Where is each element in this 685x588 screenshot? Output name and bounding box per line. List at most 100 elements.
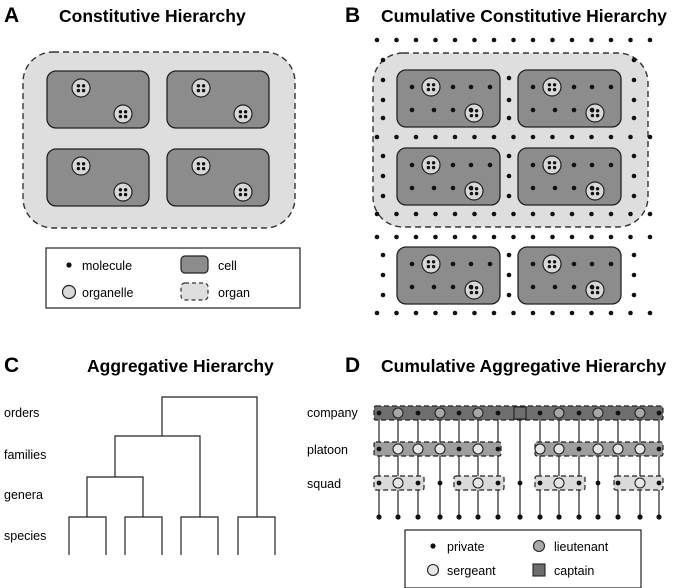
private (456, 446, 462, 452)
molecule (647, 310, 653, 316)
molecule (506, 153, 512, 159)
molecule (530, 107, 536, 113)
private (656, 410, 662, 416)
molecule (589, 284, 595, 290)
level-label-squad: squad (307, 477, 341, 491)
organelle (464, 181, 484, 201)
molecule (608, 84, 614, 90)
molecule (450, 284, 456, 290)
private (517, 480, 523, 486)
cell (46, 148, 150, 207)
private (656, 446, 662, 452)
panel-c-letter: C (4, 354, 19, 377)
sergeant (392, 477, 404, 489)
organelle-molecule (552, 264, 557, 269)
molecule (530, 234, 536, 240)
molecule (631, 292, 637, 298)
sergeant (553, 443, 565, 455)
connections (378, 413, 660, 517)
captain (513, 406, 527, 420)
molecule (569, 134, 575, 140)
molecule (631, 173, 637, 179)
organelle-molecule (201, 166, 206, 171)
molecule (394, 310, 399, 316)
private (495, 446, 501, 452)
organelle (421, 155, 441, 175)
organelle-molecule (238, 110, 243, 114)
organelle-molecule (81, 162, 86, 166)
molecule (589, 107, 595, 113)
molecule (491, 37, 497, 43)
organelle-molecule (196, 88, 201, 93)
molecule (468, 284, 474, 290)
molecule (472, 211, 477, 217)
molecule (487, 261, 493, 267)
organelle-molecule (595, 113, 600, 118)
molecule (468, 84, 474, 90)
organelle-molecule (595, 286, 600, 290)
private (456, 514, 462, 520)
organelle-molecule (76, 84, 81, 88)
molecule (380, 193, 386, 199)
legend-sergeant-symbol (426, 563, 440, 577)
molecule (431, 107, 437, 113)
genus-branch (237, 516, 276, 555)
organelle (464, 280, 484, 300)
molecule (589, 185, 595, 191)
organelle-molecule (201, 162, 206, 166)
organelle (542, 254, 562, 274)
organelle-molecule (431, 87, 436, 92)
private (395, 514, 401, 520)
organelle-molecule (238, 188, 243, 192)
private (537, 410, 543, 416)
level-label-genera: genera (4, 488, 43, 502)
organelle-molecule (426, 83, 431, 87)
sergeant (553, 477, 565, 489)
molecule (431, 284, 437, 290)
molecule (569, 37, 575, 43)
molecule (571, 162, 577, 168)
organelle-molecule (81, 84, 86, 88)
organelle-molecule (590, 113, 595, 118)
genus-branch (124, 516, 163, 555)
molecule (530, 310, 536, 316)
dendrogram (68, 396, 276, 555)
private (537, 480, 543, 486)
sergeant (412, 443, 424, 455)
molecule (571, 84, 577, 90)
molecule (589, 211, 594, 217)
molecule (550, 37, 555, 43)
legend-captain-label: captain (554, 564, 594, 578)
organelle-molecule (552, 161, 557, 165)
molecule (647, 234, 653, 240)
legend-ab-box (45, 247, 301, 309)
molecule (433, 234, 438, 240)
organelle-molecule (118, 114, 123, 119)
sergeant (612, 443, 624, 455)
organelle-molecule (547, 260, 552, 264)
sergeant (434, 443, 446, 455)
organelle-molecule (76, 88, 81, 93)
molecule (409, 185, 415, 191)
molecule (569, 310, 575, 316)
cell (166, 148, 270, 207)
molecule (491, 310, 497, 316)
molecule (631, 77, 637, 83)
molecule (511, 310, 516, 316)
private (495, 480, 501, 486)
molecule (380, 115, 386, 121)
organelle-molecule (547, 161, 552, 165)
cell (396, 246, 501, 305)
molecule (647, 134, 653, 140)
private (537, 514, 543, 520)
organelle-molecule (595, 290, 600, 295)
organelle-molecule (426, 260, 431, 264)
molecule (608, 134, 614, 140)
organelle-molecule (123, 188, 128, 192)
panel-b-title: Cumulative Constitutive Hierarchy (381, 6, 667, 26)
private (656, 480, 662, 486)
molecule (409, 284, 415, 290)
lieutenant (434, 407, 446, 419)
molecule (647, 211, 653, 217)
organelle-molecule (552, 87, 557, 92)
